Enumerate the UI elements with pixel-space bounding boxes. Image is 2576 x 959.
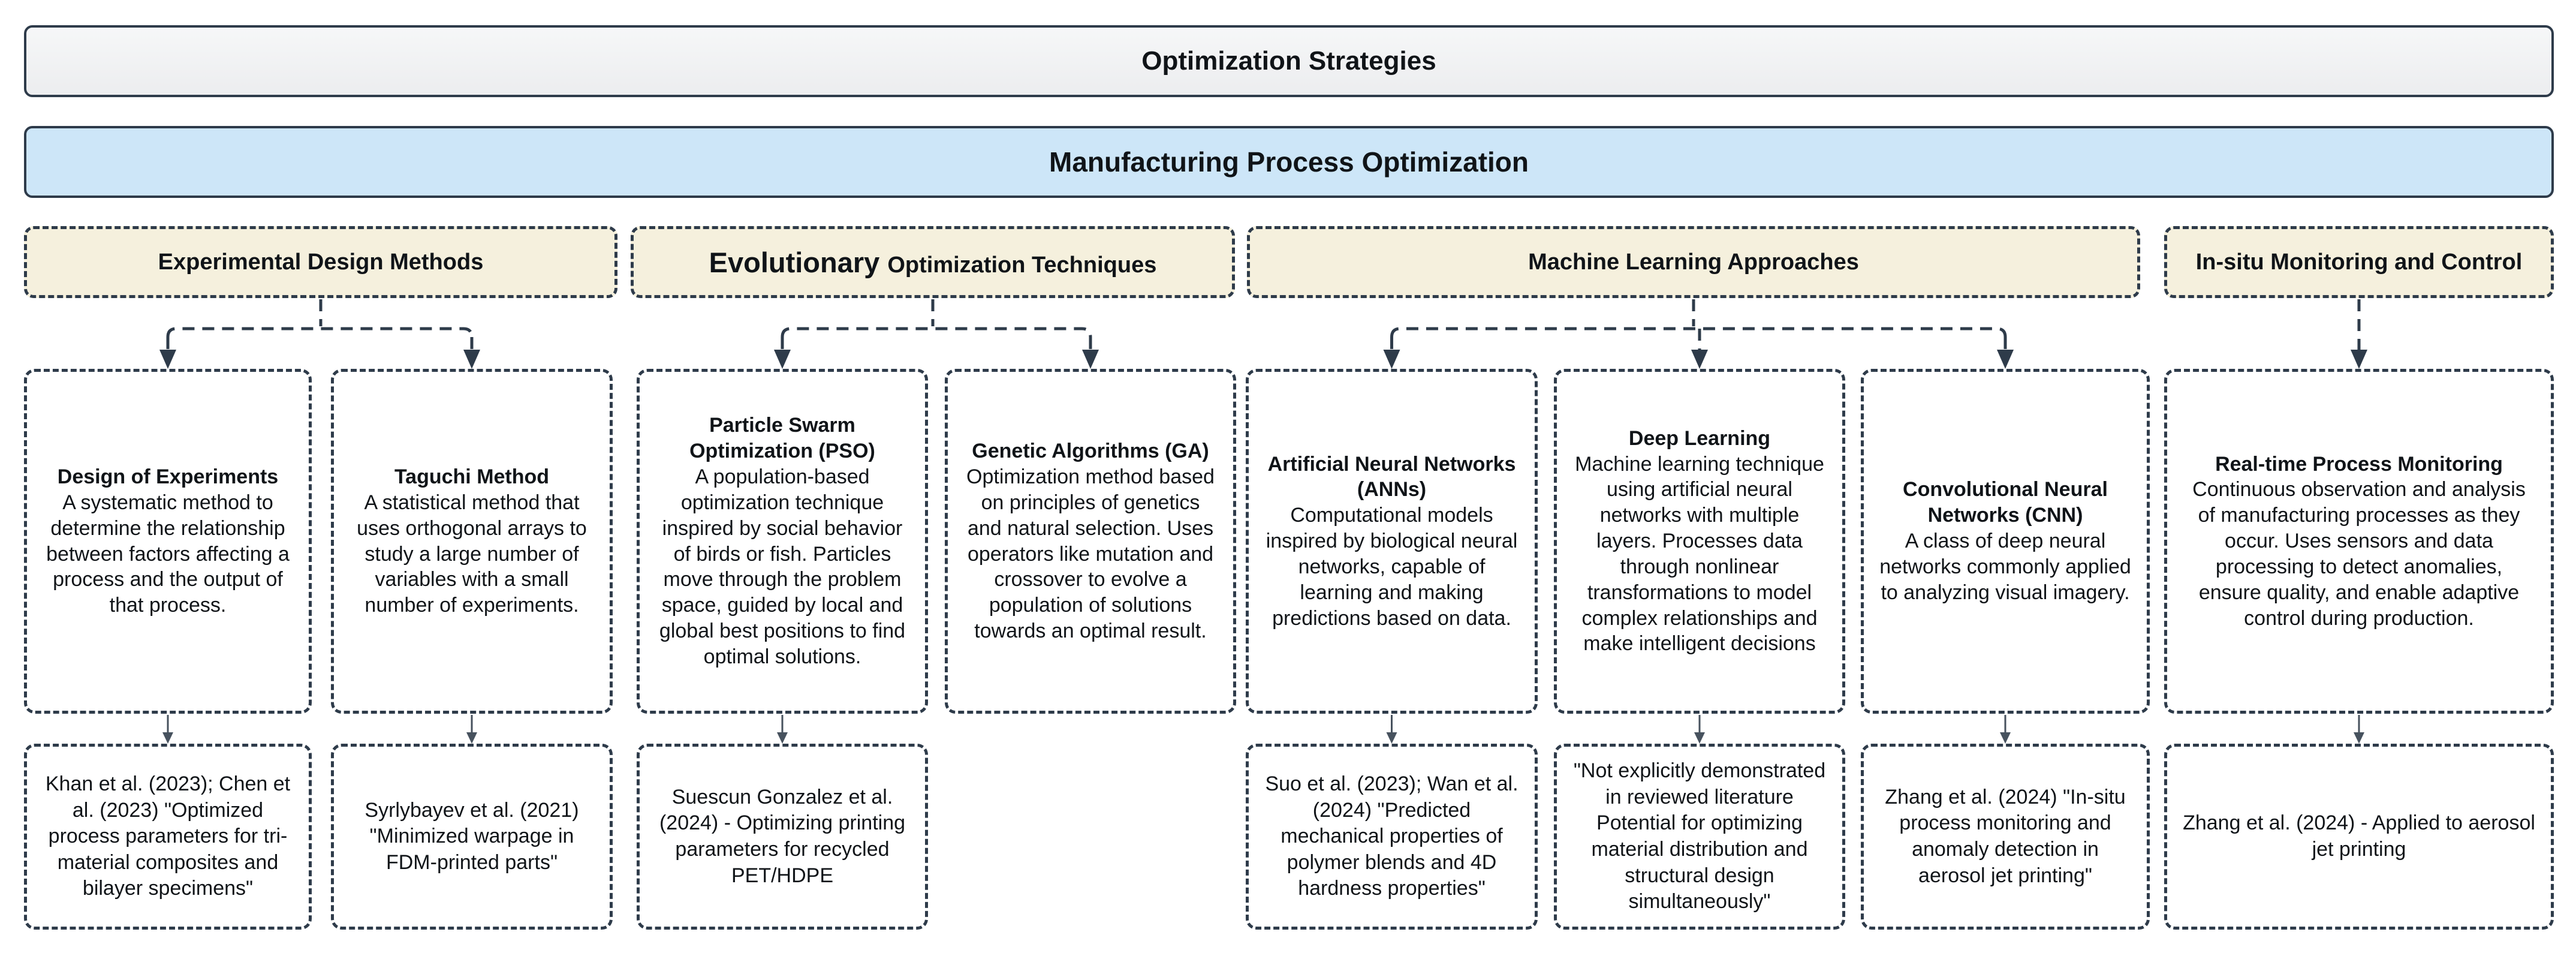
citation-box-convolutional-neural-networks-cnn: Zhang et al. (2024) "In-situ process mon… [1861,744,2150,930]
arrowhead-icon [1997,350,2014,369]
connector-rail-evolutionary-optimization-techniques [781,327,1092,338]
method-description: A systematic method to determine the rel… [46,491,290,617]
arrowhead-icon [2351,350,2367,369]
category-box-evolutionary-optimization-techniques: Evolutionary Optimization Techniques [631,226,1235,298]
citation-text: Suo et al. (2023); Wan et al. (2024) "Pr… [1265,772,1519,900]
arrowhead-icon [1691,350,1708,369]
root-title-label: Optimization Strategies [1141,46,1436,76]
category-label: Evolutionary Optimization Techniques [709,246,1157,279]
category-label-part: Evolutionary [709,246,888,278]
arrowhead-icon [774,350,791,369]
method-box-particle-swarm-optimization-pso: Particle Swarm Optimization (PSO)A popul… [637,369,928,714]
citation-text: Zhang et al. (2024) - Applied to aerosol… [2183,811,2535,861]
category-box-in-situ-monitoring-and-control: In-situ Monitoring and Control [2164,226,2554,298]
citation-box-real-time-process-monitoring: Zhang et al. (2024) - Applied to aerosol… [2164,744,2554,930]
citation-text: "Not explicitly demonstrated in reviewed… [1573,759,1826,913]
citation-box-particle-swarm-optimization-pso: Suescun Gonzalez et al. (2024) - Optimiz… [637,744,928,930]
category-label: In-situ Monitoring and Control [2195,249,2523,275]
category-box-experimental-design-methods: Experimental Design Methods [24,226,617,298]
small-arrowhead-icon [162,732,173,744]
small-arrowhead-icon [2000,732,2011,744]
small-arrowhead-icon [466,732,477,744]
subroot-title-label: Manufacturing Process Optimization [1049,146,1529,178]
method-title: Genetic Algorithms (GA) [972,440,1209,463]
category-label-part: Optimization Techniques [887,252,1157,278]
method-title: Deep Learning [1628,426,1771,450]
method-title: Artificial Neural Networks (ANNs) [1267,452,1516,501]
method-box-artificial-neural-networks-anns: Artificial Neural Networks (ANNs)Computa… [1246,369,1538,714]
method-description: A statistical method that uses orthogona… [357,491,587,617]
citation-box-taguchi-method: Syrlybayev et al. (2021) "Minimized warp… [331,744,613,930]
citation-box-artificial-neural-networks-anns: Suo et al. (2023); Wan et al. (2024) "Pr… [1246,744,1538,930]
citation-text: Suescun Gonzalez et al. (2024) - Optimiz… [659,785,906,887]
citation-text: Khan et al. (2023); Chen et al. (2023) "… [45,772,291,900]
connector-rail-machine-learning-approaches [1390,327,2007,338]
citation-text: Syrlybayev et al. (2021) "Minimized warp… [364,798,579,874]
small-arrowhead-icon [1694,732,1705,744]
category-label: Experimental Design Methods [158,249,484,275]
arrowhead-icon [1383,350,1400,369]
arrowhead-icon [463,350,480,369]
category-label: Machine Learning Approaches [1528,249,1859,275]
arrowhead-icon [1082,350,1099,369]
method-description: A population-based optimization techniqu… [659,465,906,668]
connector-rail-experimental-design-methods [166,327,474,338]
method-title: Real-time Process Monitoring [2215,452,2503,476]
method-box-genetic-algorithms-ga: Genetic Algorithms (GA)Optimization meth… [945,369,1236,714]
citation-box-deep-learning: "Not explicitly demonstrated in reviewed… [1554,744,1845,930]
subroot-title-bar: Manufacturing Process Optimization [24,126,2554,198]
citation-text: Zhang et al. (2024) "In-situ process mon… [1885,785,2126,887]
small-arrowhead-icon [777,732,788,744]
method-title: Taguchi Method [394,465,550,489]
method-title: Convolutional Neural Networks (CNN) [1903,478,2108,527]
small-arrowhead-icon [2354,732,2364,744]
method-description: A class of deep neural networks commonly… [1879,530,2131,604]
method-description: Optimization method based on principles … [966,465,1215,642]
small-arrowhead-icon [1386,732,1397,744]
citation-box-design-of-experiments: Khan et al. (2023); Chen et al. (2023) "… [24,744,312,930]
method-title: Design of Experiments [57,465,279,489]
method-description: Machine learning technique using artific… [1575,452,1824,656]
arrowhead-icon [159,350,176,369]
method-box-convolutional-neural-networks-cnn: Convolutional Neural Networks (CNN)A cla… [1861,369,2150,714]
category-box-machine-learning-approaches: Machine Learning Approaches [1247,226,2140,298]
method-description: Continuous observation and analysis of m… [2192,478,2526,630]
method-title: Particle Swarm Optimization (PSO) [689,414,875,463]
root-title-bar: Optimization Strategies [24,25,2554,97]
method-description: Computational models inspired by biologi… [1266,504,1518,630]
